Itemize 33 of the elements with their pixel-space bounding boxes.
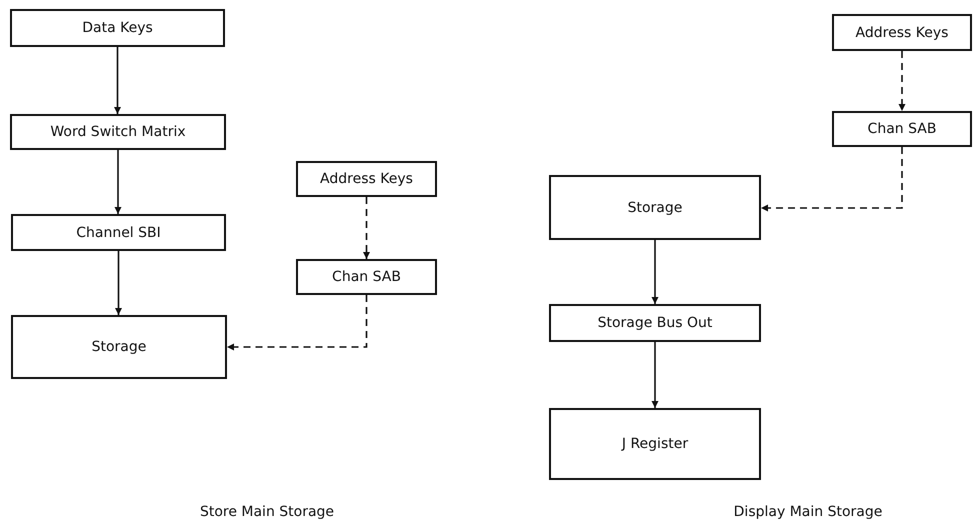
process-box (296, 259, 437, 295)
process-box (296, 161, 437, 197)
box-label: Word Switch Matrix (50, 124, 186, 140)
process-box (10, 114, 226, 150)
process-box (11, 315, 227, 379)
process-box (11, 214, 226, 251)
arrow (652, 240, 658, 304)
figure-caption: Display Main Storage (734, 504, 882, 520)
box-label: Channel SBI (76, 224, 161, 240)
arrow (363, 197, 370, 259)
box-label: Chan SAB (332, 269, 401, 285)
process-box (832, 111, 972, 147)
box-label: Storage (628, 200, 682, 216)
process-box (832, 14, 972, 51)
process-box (549, 175, 761, 240)
arrow (114, 150, 122, 214)
box-label: Data Keys (82, 20, 153, 36)
process-box (549, 408, 761, 480)
box-label: Chan SAB (868, 121, 936, 137)
arrow (761, 147, 903, 212)
box-label: J Register (622, 436, 688, 452)
arrow (898, 51, 906, 111)
arrow (115, 251, 122, 315)
box-label: Address Keys (320, 171, 413, 187)
arrow (114, 47, 121, 114)
box-label: Storage Bus Out (598, 315, 712, 331)
figure-caption: Store Main Storage (200, 504, 334, 520)
process-box (10, 9, 225, 47)
arrow (652, 342, 658, 408)
box-label: Storage (92, 339, 146, 355)
arrow (227, 295, 368, 350)
box-label: Address Keys (856, 24, 948, 40)
process-box (549, 304, 761, 342)
